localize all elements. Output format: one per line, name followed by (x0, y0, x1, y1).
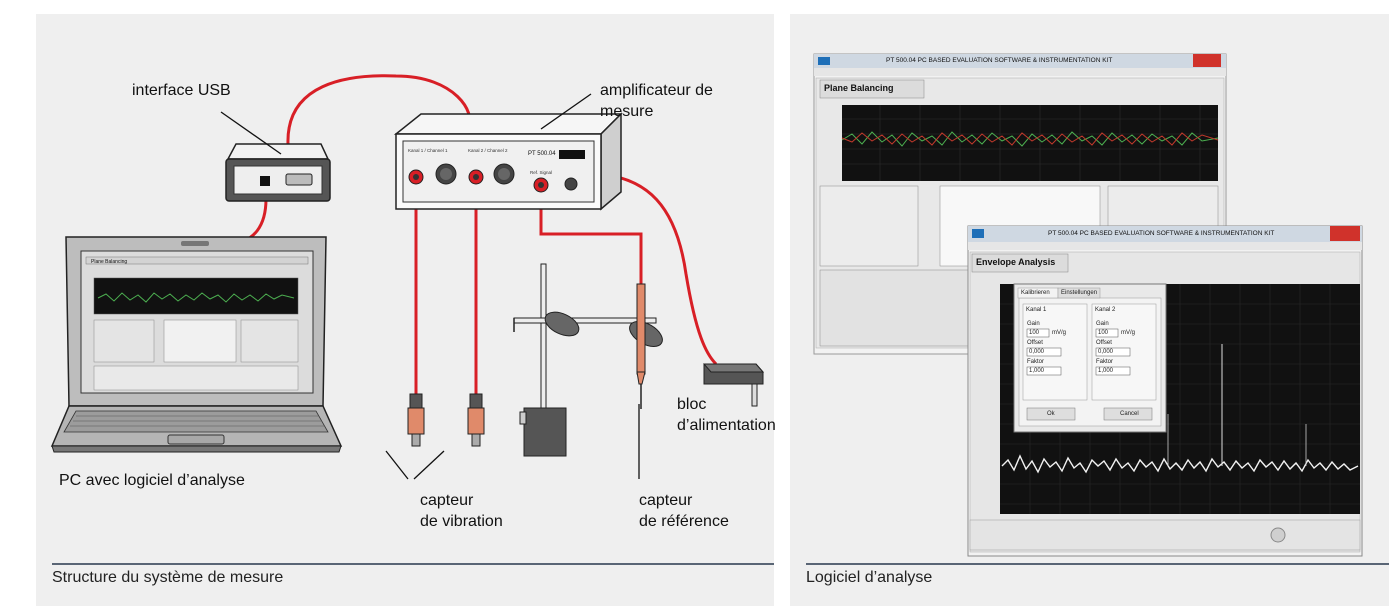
software-screenshots (813, 53, 1363, 557)
ch1-gain-label: Gain (1027, 321, 1040, 327)
laptop-screen-header: Plane Balancing (91, 259, 127, 265)
dialog-tab-calibrate[interactable]: Kalibrieren (1021, 290, 1050, 296)
software-panel: PT 500.04 PC BASED EVALUATION SOFTWARE &… (790, 14, 1389, 606)
usb-pc-cable (240, 198, 268, 244)
measurement-structure-panel: Kanal 1 / Channel 1 Kanal 2 / Channel 2 … (36, 14, 776, 606)
amp-ch1-label: Kanal 1 / Channel 1 (408, 148, 448, 153)
left-divider (52, 563, 774, 565)
ch2-gain-unit: mV/g (1121, 330, 1136, 336)
dialog-ok-button[interactable]: Ok (1047, 411, 1055, 417)
usb-amp-cable (286, 74, 472, 145)
signal-cables (240, 74, 718, 394)
dialog-channel-2: Kanal 2 (1095, 307, 1116, 313)
right-caption: Logiciel d’analyse (806, 569, 933, 586)
ref-cable (539, 192, 643, 304)
left-caption: Structure du système de mesure (52, 569, 284, 586)
ch2-offset-label: Offset (1096, 340, 1112, 346)
dialog-tab-settings[interactable]: Einstellungen (1061, 290, 1098, 296)
usb-pointer (220, 111, 282, 155)
ch2-offset-value[interactable]: 0,000 (1098, 349, 1114, 355)
ch1-factor-label: Faktor (1027, 359, 1045, 365)
amp-ref-label: Ref. Signal (530, 170, 552, 175)
ch1-gain-value[interactable]: 100 (1029, 330, 1040, 336)
back-window-header: Plane Balancing (824, 83, 894, 93)
ch2-gain-value[interactable]: 100 (1098, 330, 1109, 336)
measurement-structure-diagram: Kanal 1 / Channel 1 Kanal 2 / Channel 2 … (50, 74, 765, 480)
ch1-offset-value[interactable]: 0,000 (1029, 349, 1045, 355)
ch1-factor-value[interactable]: 1,000 (1029, 368, 1045, 374)
sensor-stand (513, 263, 663, 457)
vibration-sensor-label: capteur de vibration (420, 492, 503, 530)
front-window-header: Envelope Analysis (976, 257, 1056, 267)
power-supply (702, 363, 765, 407)
ch2-factor-value[interactable]: 1,000 (1098, 368, 1114, 374)
reference-sensor-label: capteur de référence (639, 492, 729, 530)
right-divider (806, 563, 1389, 565)
amp-pointer (540, 93, 592, 130)
dialog-channel-1: Kanal 1 (1026, 307, 1047, 313)
pc-label: PC avec logiciel d’analyse (59, 472, 245, 489)
measurement-amplifier (393, 112, 623, 211)
ch1-gain-unit: mV/g (1052, 330, 1067, 336)
usb-interface-device (225, 143, 331, 202)
pointer-lines (220, 93, 640, 480)
dialog-cancel-button[interactable]: Cancel (1120, 411, 1139, 417)
power-supply-label: bloc d’alimentation (677, 396, 776, 434)
ch1-offset-label: Offset (1027, 340, 1043, 346)
amplifier-label: amplificateur de mesure (600, 82, 713, 120)
amp-ch2-label: Kanal 2 / Channel 2 (468, 148, 508, 153)
amp-model-label: PT 500.04 (528, 151, 556, 157)
vib-pointer-2 (413, 450, 445, 480)
front-window-title: PT 500.04 PC BASED EVALUATION SOFTWARE &… (1048, 230, 1275, 237)
usb-interface-label: interface USB (132, 82, 231, 99)
ch2-gain-label: Gain (1096, 321, 1109, 327)
vibration-sensor-2 (467, 393, 485, 447)
back-window-title: PT 500.04 PC BASED EVALUATION SOFTWARE &… (886, 57, 1113, 64)
calibration-dialog (1013, 283, 1167, 433)
vibration-sensor-1 (407, 393, 425, 447)
reference-sensor (636, 283, 646, 409)
vib-pointer-1 (385, 450, 409, 480)
ch2-factor-label: Faktor (1096, 359, 1114, 365)
psu-cable (600, 172, 718, 366)
laptop-device: Plane Balancing (50, 236, 343, 453)
